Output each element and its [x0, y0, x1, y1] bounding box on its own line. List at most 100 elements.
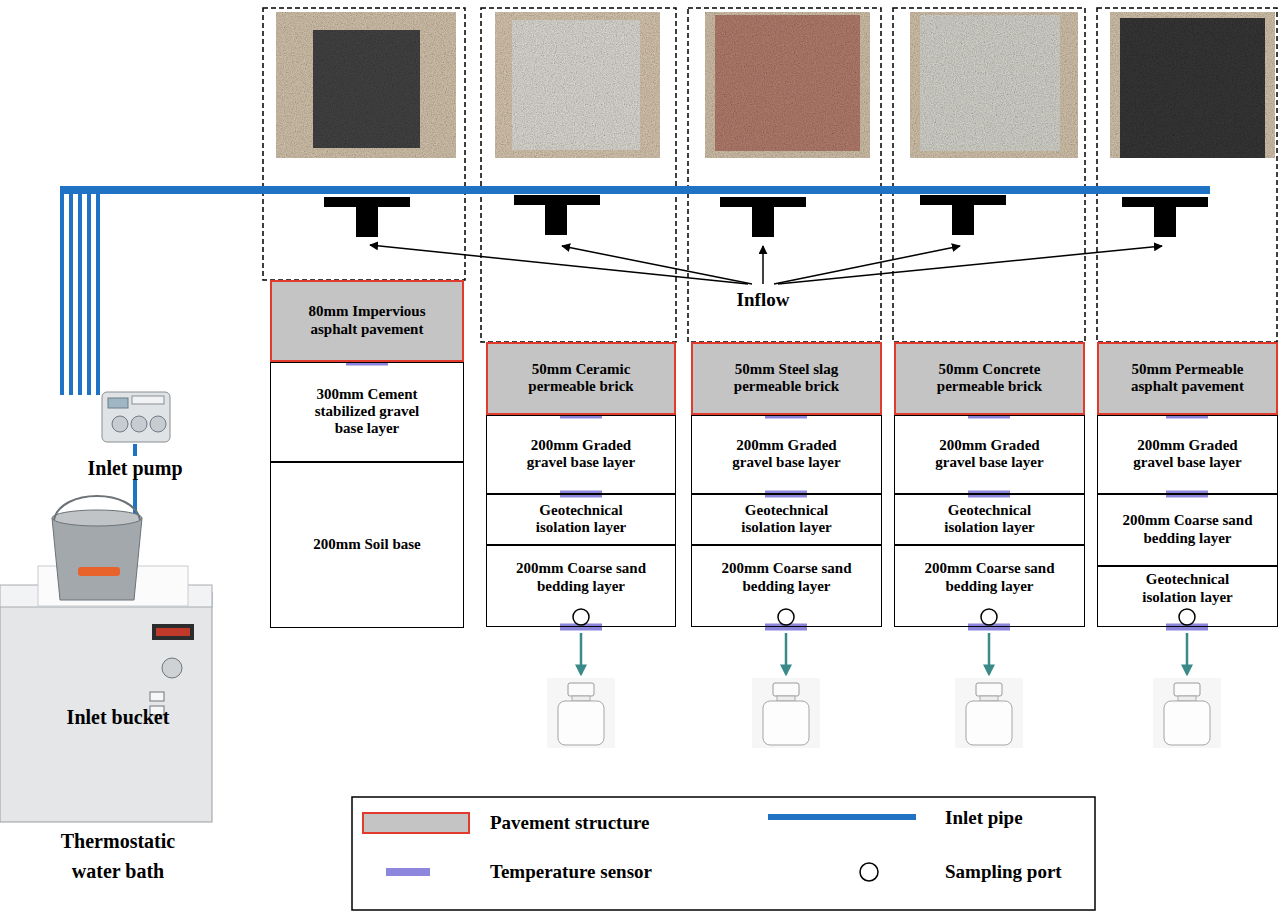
pavement-structure-box: 50mm Steel slag permeable brick	[691, 342, 882, 415]
inlet-pump	[150, 416, 166, 432]
inlet-pump	[102, 392, 170, 442]
inlet-pipe	[96, 190, 100, 395]
spray-nozzle	[720, 197, 806, 207]
layer-label: 200mm Coarse sand bedding layer	[721, 560, 853, 595]
inflow-arrow	[762, 246, 764, 284]
thermostatic-water-bath	[0, 566, 212, 822]
sample-photo	[715, 15, 860, 151]
base-layer-box: 200mm Coarse sand bedding layer	[691, 545, 882, 627]
base-layer-box: Geotechnical isolation layer	[1097, 566, 1278, 627]
inlet-bucket	[52, 518, 142, 600]
layer-label: 50mm Ceramic permeable brick	[515, 361, 647, 396]
spray-nozzle	[920, 195, 1006, 205]
inlet-pump	[108, 398, 128, 408]
legend-frame	[352, 797, 1095, 910]
legend-circle-sample	[860, 863, 878, 881]
spray-nozzle	[752, 207, 774, 237]
sample-bottle	[976, 683, 1002, 696]
sample-bottle	[1178, 696, 1196, 701]
legend-label: Sampling port	[945, 860, 1062, 884]
sample-bottle	[558, 701, 604, 745]
sample-bottle	[966, 701, 1012, 745]
layer-label: 300mm Cement stabilized gravel base laye…	[301, 386, 433, 438]
legend-swatch	[386, 868, 430, 876]
thermostatic-water-bath	[0, 592, 212, 822]
inflow-arrow	[370, 245, 1162, 284]
base-layer-box: 200mm Soil base	[270, 462, 464, 628]
flow-label: Inflow	[737, 288, 790, 312]
column-frame	[1097, 8, 1277, 342]
column-frame	[481, 8, 676, 342]
sample-bottle	[1153, 678, 1221, 748]
legend-label: Inlet pipe	[945, 806, 1023, 830]
equipment-label: Thermostatic water bath	[43, 826, 193, 886]
inflow-arrow	[562, 246, 752, 284]
column-frame	[893, 8, 1085, 342]
sample-bottle	[1164, 701, 1210, 745]
sampling-port	[1179, 609, 1195, 625]
thermostatic-water-bath	[156, 628, 190, 636]
sampling-port	[573, 609, 1195, 625]
base-layer-box: 200mm Coarse sand bedding layer	[486, 545, 676, 627]
layer-label: Geotechnical isolation layer	[1122, 571, 1254, 606]
layer-label: Geotechnical isolation layer	[515, 502, 647, 537]
layer-label: 50mm Steel slag permeable brick	[721, 361, 853, 396]
sample-bottle	[763, 701, 809, 745]
thermostatic-water-bath	[150, 692, 164, 701]
sample-photo	[1110, 12, 1275, 158]
inflow-arrow	[370, 245, 748, 284]
thermostatic-water-bath	[152, 624, 194, 640]
outflow-arrow	[785, 633, 788, 674]
sample-bottle	[547, 678, 615, 748]
spray-nozzle	[324, 197, 410, 207]
thermostatic-water-bath	[162, 658, 182, 678]
legend-line-sample	[768, 814, 916, 820]
inlet-pump	[131, 416, 147, 432]
sampling-port	[573, 609, 589, 625]
sample-photo	[1120, 18, 1265, 158]
layer-label: 200mm Soil base	[313, 536, 421, 553]
layer-label: 200mm Coarse sand bedding layer	[515, 560, 647, 595]
inlet-pipe	[60, 186, 1210, 194]
sample-bottle	[777, 696, 795, 701]
pavement-structure-box: 50mm Permeable asphalt pavement	[1097, 342, 1278, 415]
legend-label: Temperature sensor	[490, 860, 652, 884]
spray-nozzle	[952, 205, 974, 235]
sample-photo	[705, 12, 870, 158]
sample-photo	[920, 15, 1060, 151]
sample-bottle	[568, 683, 594, 696]
inlet-pipe	[78, 190, 82, 395]
sample-bottle	[572, 696, 590, 701]
inlet-bucket	[52, 496, 142, 600]
legend-line-sample	[768, 814, 916, 820]
sample-bottle	[1153, 678, 1221, 748]
sample-photo	[313, 30, 420, 148]
legend-label: Pavement structure	[490, 811, 650, 835]
spray-nozzle	[1122, 197, 1208, 207]
layer-label: 50mm Concrete permeable brick	[924, 361, 1056, 396]
sample-photo	[276, 12, 1275, 158]
sample-bottle	[955, 678, 1023, 748]
pavement-structure-box: 50mm Ceramic permeable brick	[486, 342, 676, 415]
spray-nozzle	[514, 195, 600, 205]
sample-photo	[512, 20, 640, 150]
outflow-arrow	[581, 633, 1187, 674]
sample-photo	[495, 12, 660, 158]
base-layer-box: Geotechnical isolation layer	[894, 494, 1085, 545]
base-layer-box: Geotechnical isolation layer	[486, 494, 676, 545]
legend-circle-sample	[860, 863, 878, 881]
legend-frame	[352, 797, 1095, 910]
outflow-arrow	[580, 633, 583, 674]
layer-label: 200mm Coarse sand bedding layer	[1122, 512, 1254, 547]
pavement-structure-box: 80mm Impervious asphalt pavement	[270, 280, 464, 362]
sample-bottle	[980, 696, 998, 701]
inlet-bucket	[54, 496, 140, 520]
inflow-arrow	[774, 246, 960, 284]
layer-label: 200mm Graded gravel base layer	[721, 437, 853, 472]
base-layer-box: 200mm Coarse sand bedding layer	[1097, 494, 1278, 566]
sample-bottle	[1174, 683, 1200, 696]
inlet-bucket	[78, 567, 120, 576]
